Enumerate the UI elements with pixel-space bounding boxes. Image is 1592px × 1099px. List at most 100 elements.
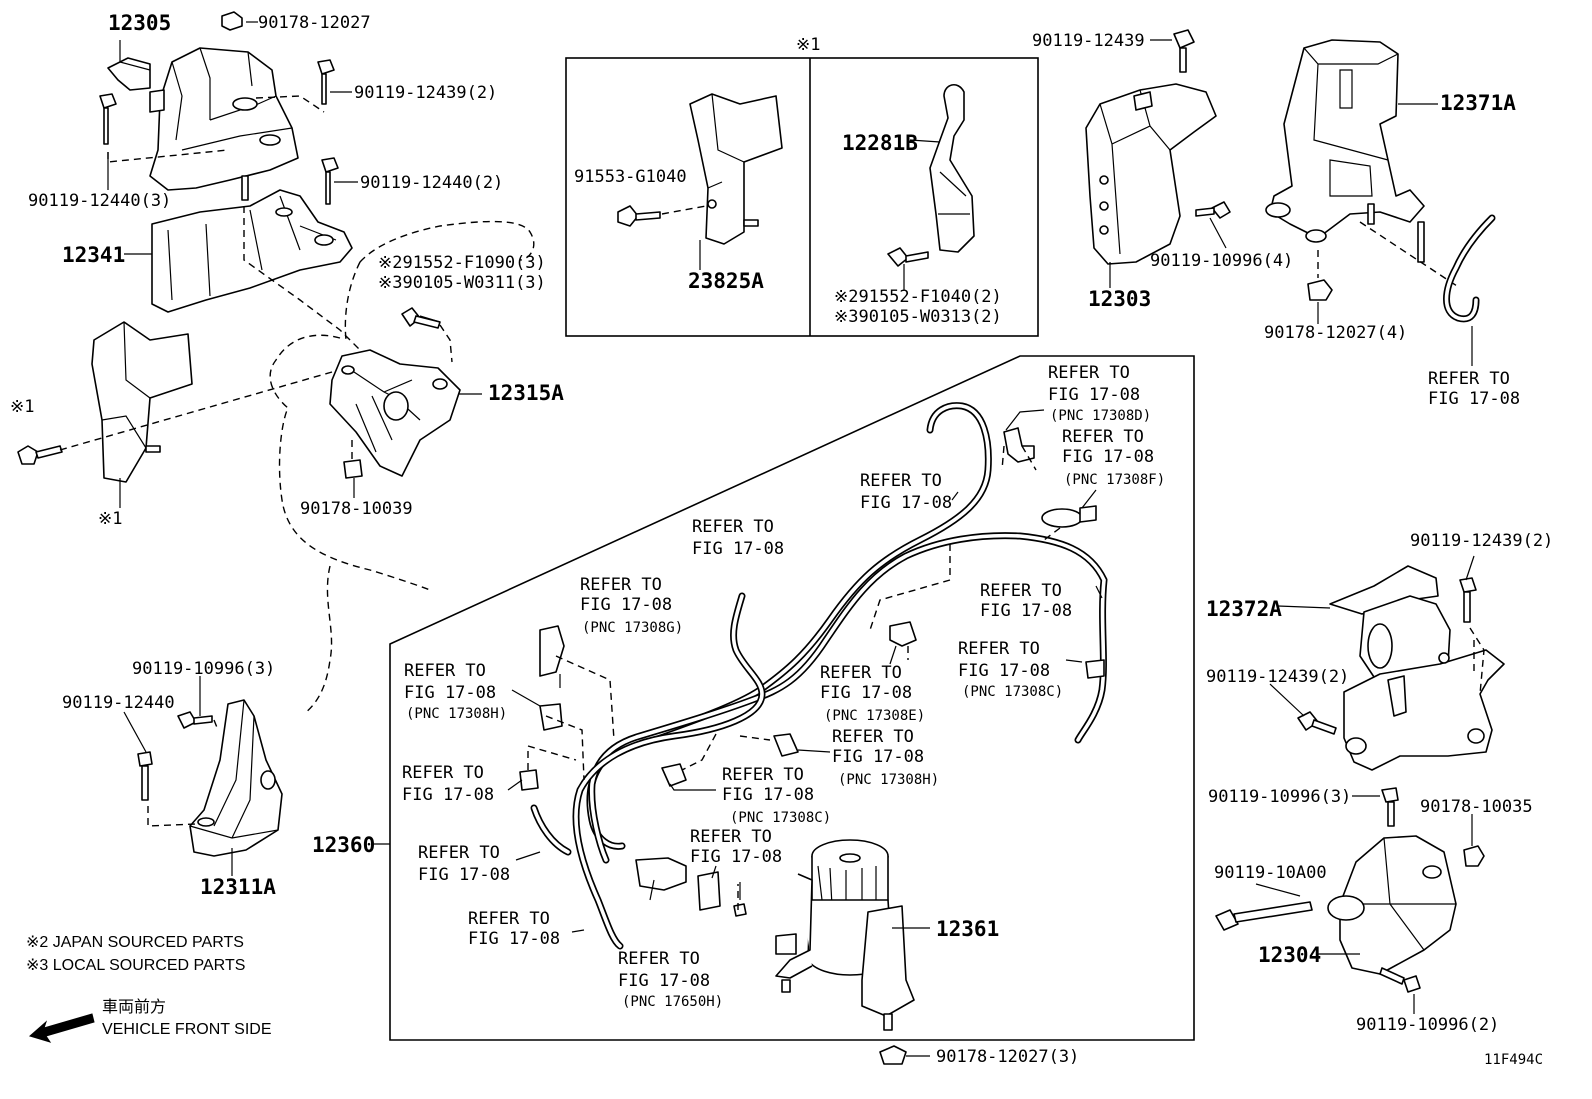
bracket-12304 bbox=[1215, 787, 1485, 1014]
refer-c8-fig: FIG 17-08 bbox=[404, 683, 496, 703]
refer-c15: REFER TO bbox=[468, 909, 550, 929]
label-12303: 12303 bbox=[1088, 287, 1151, 311]
label-90178-10039: 90178-10039 bbox=[300, 499, 413, 519]
legend-front-jp: 車両前方 bbox=[102, 998, 166, 1016]
refer-c9-fig: FIG 17-08 bbox=[820, 683, 912, 703]
label-mark1-a: ※1 bbox=[10, 397, 34, 417]
label-12341: 12341 bbox=[62, 243, 125, 267]
label-12372A: 12372A bbox=[1206, 597, 1282, 621]
label-12281B: 12281B bbox=[842, 131, 918, 155]
refer-c15-fig: FIG 17-08 bbox=[468, 929, 560, 949]
label-90178-10035: 90178-10035 bbox=[1420, 797, 1533, 817]
label-mark1-box: ※1 bbox=[796, 35, 820, 55]
label-12304: 12304 bbox=[1258, 943, 1321, 967]
engine-mount-12305 bbox=[107, 47, 299, 191]
label-90119-12440: 90119-12440 bbox=[62, 693, 175, 713]
refer-c6-fig: FIG 17-08 bbox=[980, 601, 1072, 621]
refer-c9: REFER TO bbox=[820, 663, 902, 683]
refer-c2-fig: FIG 17-08 bbox=[1062, 447, 1154, 467]
label-291552-F1090: ※291552-F1090(3) bbox=[378, 253, 546, 273]
refer-c9-pnc: (PNC 17308E) bbox=[824, 708, 925, 724]
refer-r1: REFER TO bbox=[1428, 369, 1510, 389]
label-91553-G1040: 91553-G1040 bbox=[574, 167, 687, 187]
mark1-box bbox=[565, 57, 1039, 337]
label-291552-F1040: ※291552-F1040(2) bbox=[834, 287, 1002, 307]
dashed-leaders-left bbox=[59, 95, 535, 827]
refer-c5-fig: FIG 17-08 bbox=[580, 595, 672, 615]
refer-c14-fig: FIG 17-08 bbox=[418, 865, 510, 885]
labels: 12305 90178-12027 90119-12439(2) 90119-1… bbox=[10, 11, 1553, 1068]
refer-c5-pnc: (PNC 17308G) bbox=[582, 620, 683, 636]
label-12361: 12361 bbox=[936, 917, 999, 941]
front-arrow-icon bbox=[28, 1013, 95, 1043]
refer-c7-fig: FIG 17-08 bbox=[958, 661, 1050, 681]
label-12315A: 12315A bbox=[488, 381, 564, 405]
bracket-12303 bbox=[1085, 29, 1231, 288]
refer-c13-fig: FIG 17-08 bbox=[690, 847, 782, 867]
refer-c2: REFER TO bbox=[1062, 427, 1144, 447]
refer-c10-pnc: (PNC 17308H) bbox=[838, 772, 939, 788]
bracket-12311A bbox=[189, 699, 283, 857]
label-mark1-b: ※1 bbox=[98, 509, 122, 529]
refer-c3-fig: FIG 17-08 bbox=[860, 493, 952, 513]
label-390105-W0311: ※390105-W0311(3) bbox=[378, 273, 546, 293]
hose-assembly-box bbox=[372, 355, 1195, 1041]
label-90119-12440-2: 90119-12440(2) bbox=[360, 173, 503, 193]
refer-c12-fig: FIG 17-08 bbox=[722, 785, 814, 805]
refer-c2-pnc: (PNC 17308F) bbox=[1064, 472, 1165, 488]
label-23825A: 23825A bbox=[688, 269, 764, 293]
bracket-12341 bbox=[151, 189, 353, 313]
label-90119-10996-3-left: 90119-10996(3) bbox=[132, 659, 275, 679]
bracket-mark1-left bbox=[91, 321, 193, 483]
refer-c3: REFER TO bbox=[860, 471, 942, 491]
refer-c7: REFER TO bbox=[958, 639, 1040, 659]
reservoir-12361 bbox=[775, 839, 930, 1065]
label-90119-12439-2: 90119-12439(2) bbox=[354, 83, 497, 103]
refer-c7-pnc: (PNC 17308C) bbox=[962, 684, 1063, 700]
refer-c10: REFER TO bbox=[832, 727, 914, 747]
label-90178-12027-3: 90178-12027(3) bbox=[936, 1047, 1079, 1067]
refer-c16-fig: FIG 17-08 bbox=[618, 971, 710, 991]
label-90119-10A00: 90119-10A00 bbox=[1214, 863, 1327, 883]
mount-12372A bbox=[1269, 555, 1505, 771]
label-90119-12439-2-r2: 90119-12439(2) bbox=[1206, 667, 1349, 687]
legend-front-en: VEHICLE FRONT SIDE bbox=[102, 1021, 272, 1038]
label-90178-12027: 90178-12027 bbox=[258, 13, 371, 33]
label-90119-10996-3-right: 90119-10996(3) bbox=[1208, 787, 1351, 807]
refer-r1-fig: FIG 17-08 bbox=[1428, 389, 1520, 409]
label-90178-12027-4: 90178-12027(4) bbox=[1264, 323, 1407, 343]
refer-c4: REFER TO bbox=[692, 517, 774, 537]
label-12311A: 12311A bbox=[200, 875, 276, 899]
diagram-id: 11F494C bbox=[1484, 1052, 1543, 1068]
leaders-left bbox=[107, 21, 482, 876]
refer-c1: REFER TO bbox=[1048, 363, 1130, 383]
label-90119-10996-2: 90119-10996(2) bbox=[1356, 1015, 1499, 1035]
refer-c8: REFER TO bbox=[404, 661, 486, 681]
mount-12371A bbox=[1265, 39, 1496, 366]
legend-local: ※3 LOCAL SOURCED PARTS bbox=[26, 957, 245, 974]
refer-c16-pnc: (PNC 17650H) bbox=[622, 994, 723, 1010]
refer-c11-fig: FIG 17-08 bbox=[402, 785, 494, 805]
label-90119-12439: 90119-12439 bbox=[1032, 31, 1145, 51]
refer-c5: REFER TO bbox=[580, 575, 662, 595]
label-90119-10996-4: 90119-10996(4) bbox=[1150, 251, 1293, 271]
label-12360: 12360 bbox=[312, 833, 375, 857]
refer-c13: REFER TO bbox=[690, 827, 772, 847]
nut-icon bbox=[221, 11, 243, 31]
label-90119-12440-3: 90119-12440(3) bbox=[28, 191, 171, 211]
bolts-left bbox=[17, 11, 441, 801]
refer-c16: REFER TO bbox=[618, 949, 700, 969]
refer-c10-fig: FIG 17-08 bbox=[832, 747, 924, 767]
refer-c1-fig: FIG 17-08 bbox=[1048, 385, 1140, 405]
refer-c14: REFER TO bbox=[418, 843, 500, 863]
label-12371A: 12371A bbox=[1440, 91, 1516, 115]
legend-japan: ※2 JAPAN SOURCED PARTS bbox=[26, 934, 244, 951]
label-390105-W0313: ※390105-W0313(2) bbox=[834, 307, 1002, 327]
refer-c4-fig: FIG 17-08 bbox=[692, 539, 784, 559]
refer-c12-pnc: (PNC 17308C) bbox=[730, 810, 831, 826]
bracket-12315A bbox=[329, 349, 461, 477]
refer-c12: REFER TO bbox=[722, 765, 804, 785]
label-90119-12439-2-r1: 90119-12439(2) bbox=[1410, 531, 1553, 551]
refer-c6: REFER TO bbox=[980, 581, 1062, 601]
